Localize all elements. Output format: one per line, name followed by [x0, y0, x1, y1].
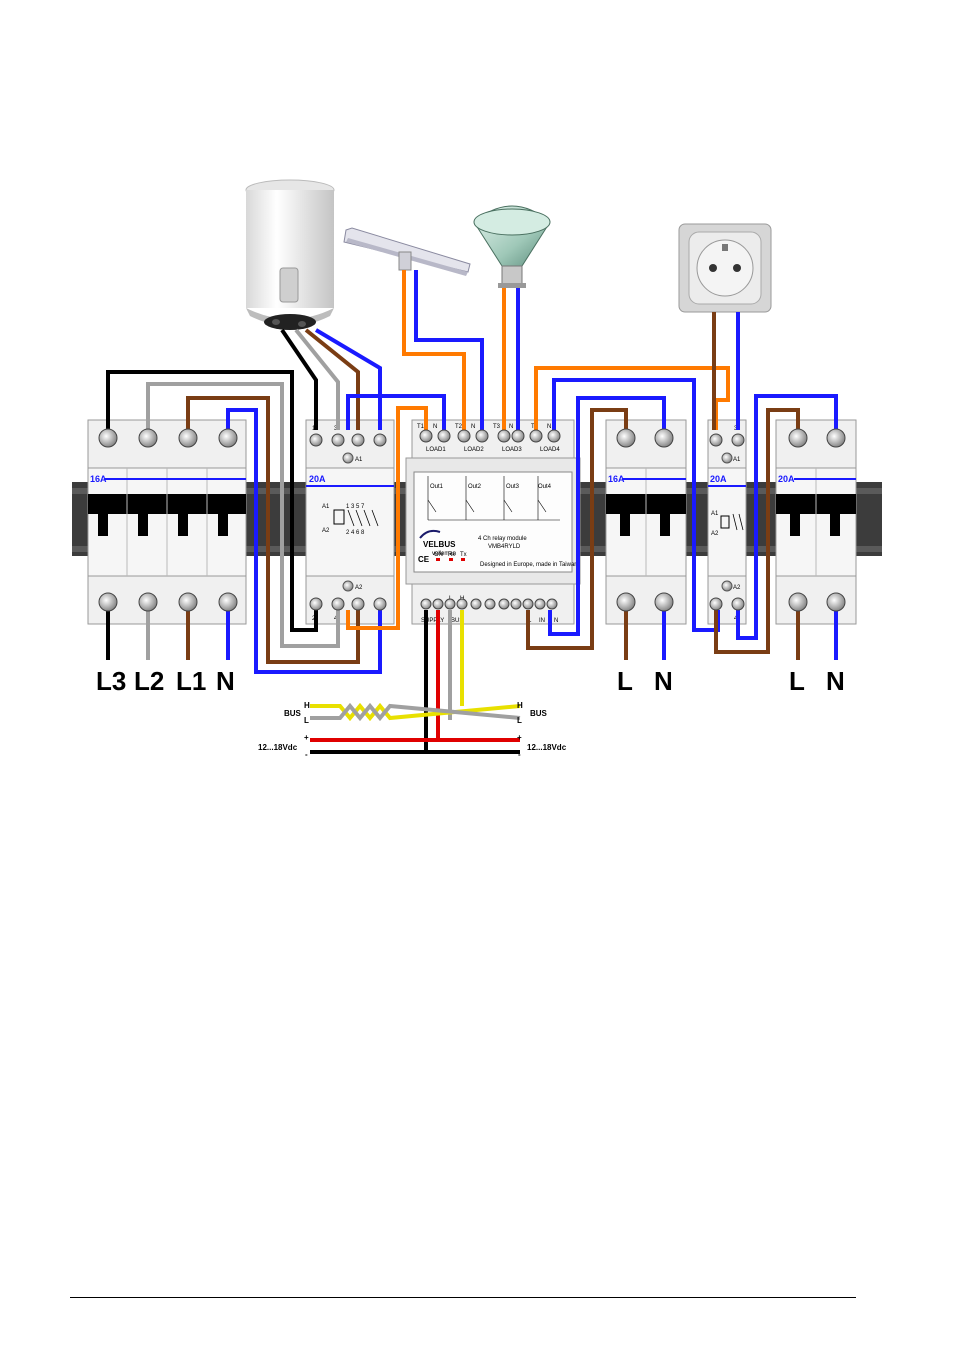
fluorescent-tube-icon — [343, 227, 471, 276]
c2-a1: A1 — [733, 457, 741, 463]
screw-terminals — [98, 428, 846, 612]
rm-top-n1: N — [433, 424, 437, 430]
c4-sym-top: 1 3 5 7 — [346, 504, 365, 510]
rm-out1: Out1 — [430, 484, 444, 490]
bus-right-minus: - — [518, 750, 521, 759]
bus-left-minus: - — [305, 750, 308, 759]
breaker-right-rating: 20A — [778, 474, 795, 484]
breaker-mid-rating: 16A — [608, 474, 625, 484]
wall-socket-icon — [678, 223, 772, 313]
contactor-4p-rating: 20A — [309, 474, 326, 484]
rm-ce: CE — [418, 555, 430, 564]
c2-a2: A2 — [733, 585, 741, 591]
label-l1: L1 — [176, 666, 206, 696]
bus-right-l: L — [517, 716, 522, 725]
bus-legend-left: BUS H L + - 12...18Vdc — [258, 701, 310, 759]
c4-sym-a2: A2 — [322, 528, 330, 534]
bus-right-label: BUS — [530, 709, 548, 718]
rm-load2: LOAD2 — [464, 447, 484, 453]
relay-module: T1 N T2 N T3 N T4 N LOAD1 LOAD2 LOAD3 LO… — [405, 419, 581, 625]
rm-top-t1: T1 — [417, 424, 425, 430]
contactor-4p: 20A 1 3 5 7 2 4 6 8 A1 A2 A1 A2 1 3 5 7 … — [305, 419, 395, 625]
velbus-logo: VELBUS velleman — [419, 529, 456, 557]
c4-a2-bottom: A2 — [355, 585, 363, 591]
rm-model: VMB4RYLD — [488, 544, 521, 550]
breaker-2p-16a: 16A — [605, 419, 687, 625]
rm-led-tx: Tx — [460, 552, 467, 558]
label-l3: L3 — [96, 666, 126, 696]
rm-supply: SUPPLY — [421, 618, 444, 624]
rm-in-n: N — [554, 618, 558, 624]
bus-left-supply: 12...18Vdc — [258, 743, 298, 752]
contactor-2p: 20A 1 3 2 4 A1 A2 A1 A2 — [707, 419, 747, 625]
halogen-spot-icon — [473, 205, 551, 288]
breaker-4p-16a: 16A — [87, 419, 247, 625]
rm-out4: Out4 — [538, 484, 552, 490]
contactor-2p-rating: 20A — [710, 474, 727, 484]
bus-right-h: H — [517, 701, 523, 710]
rm-load4: LOAD4 — [540, 447, 560, 453]
rm-load3: LOAD3 — [502, 447, 522, 453]
c4-sym-bottom: 2 4 6 8 — [346, 530, 365, 536]
rm-out3: Out3 — [506, 484, 520, 490]
bus-legend-right: H L BUS + - 12...18Vdc — [517, 701, 567, 759]
rm-title: 4 Ch relay module — [478, 536, 527, 542]
c4-sym-a1: A1 — [322, 504, 330, 510]
rm-top-t3: T3 — [493, 424, 501, 430]
label-l-right: L — [789, 666, 805, 696]
rm-made: Designed in Europe, made in Taiwan — [480, 562, 578, 568]
bus-left-label: BUS — [284, 709, 302, 718]
breaker-left-rating: 16A — [90, 474, 107, 484]
rm-top-n4: N — [547, 424, 551, 430]
rm-led-rx: Rx — [448, 552, 455, 558]
footer-rule — [70, 1297, 856, 1298]
rm-brand: VELBUS — [423, 540, 456, 549]
water-heater-icon — [245, 179, 335, 330]
bus-left-l: L — [304, 716, 309, 725]
bus-left-plus: + — [304, 733, 309, 742]
label-n-left: N — [216, 666, 235, 696]
c4-a1-top: A1 — [355, 457, 363, 463]
breaker-2p-20a: 20A — [775, 419, 857, 625]
label-l-mid: L — [617, 666, 633, 696]
rm-load1: LOAD1 — [426, 447, 446, 453]
rm-top-n2: N — [471, 424, 475, 430]
bus-right-plus: + — [517, 733, 522, 742]
rm-bus: BUS — [451, 618, 463, 624]
rm-top-t2: T2 — [455, 424, 463, 430]
label-n-mid: N — [654, 666, 673, 696]
bus-left-h: H — [304, 701, 310, 710]
rm-brand-sub: velleman — [432, 551, 456, 557]
rm-led-on: ON — [434, 552, 443, 558]
c2-sym-a1: A1 — [711, 511, 719, 517]
rm-in: IN — [539, 618, 545, 624]
label-l2: L2 — [134, 666, 164, 696]
c2-sym-a2: A2 — [711, 531, 719, 537]
rm-out2: Out2 — [468, 484, 482, 490]
rm-top-n3: N — [509, 424, 513, 430]
wires — [106, 270, 838, 754]
bus-right-supply: 12...18Vdc — [527, 743, 567, 752]
label-n-right: N — [826, 666, 845, 696]
